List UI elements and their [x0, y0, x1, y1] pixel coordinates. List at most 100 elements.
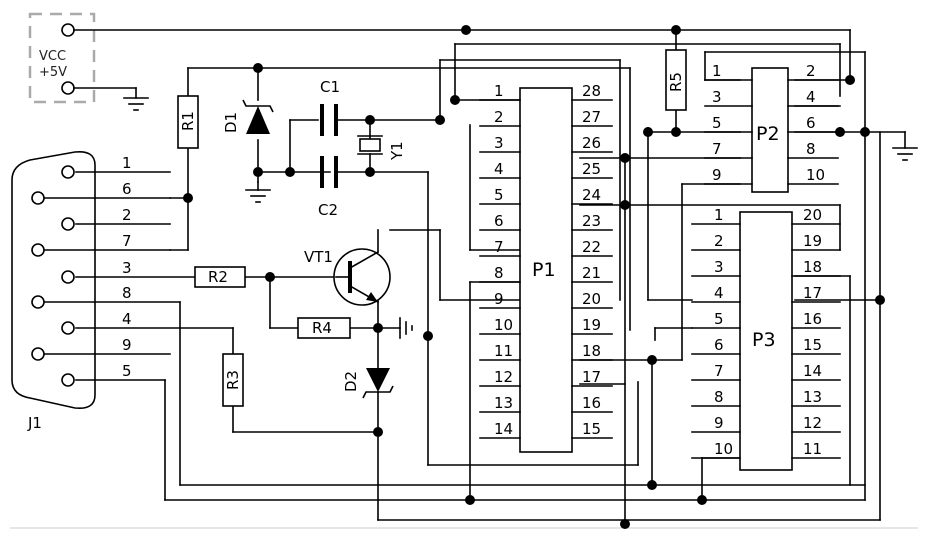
p3-left-pin-number: 7 — [714, 362, 724, 380]
p1-right-pin-number: 18 — [582, 342, 601, 360]
j1-pin-label: 8 — [122, 284, 132, 302]
p1-left-pin-number: 8 — [494, 264, 504, 282]
j1-pin-4 — [61, 321, 75, 335]
p2-right-pin-number: 10 — [806, 166, 825, 184]
p1-left-pin-number: 6 — [494, 212, 504, 230]
d1-label: D1 — [222, 112, 240, 133]
p1-right-pin-number: 15 — [582, 420, 601, 438]
p2-left-pin-number: 1 — [712, 62, 722, 80]
r4-label: R4 — [312, 319, 332, 337]
j1-label: J1 — [27, 414, 42, 432]
resistor-r4 — [297, 317, 351, 339]
r2-label: R2 — [208, 268, 228, 286]
p3-left-pin-number: 6 — [714, 336, 724, 354]
j1-pin-9 — [31, 347, 45, 361]
resistor-r2 — [194, 266, 246, 288]
wires — [43, 29, 906, 525]
p2-left-pin-number: 7 — [712, 140, 722, 158]
y1-label: Y1 — [388, 141, 406, 161]
transistor-vt1 — [333, 229, 391, 306]
vcc-label: VCC — [39, 49, 66, 64]
p1-right-pin-number: 21 — [582, 264, 601, 282]
p1-right-pin-number: 20 — [582, 290, 601, 308]
p1-left-pin-number: 14 — [494, 420, 513, 438]
j1-pin-label: 7 — [122, 232, 132, 250]
diode-d2 — [362, 368, 394, 399]
p3-right-pin-number: 19 — [803, 232, 822, 250]
resistor-r1 — [177, 95, 199, 149]
p3-left-pin-number: 4 — [714, 284, 724, 302]
r3-label: R3 — [224, 370, 242, 390]
header-p2 — [751, 67, 789, 193]
j1-pin-label: 3 — [122, 259, 132, 277]
gnd-terminal — [61, 81, 75, 95]
j1-pin-label: 1 — [122, 154, 132, 172]
p1-left-pin-number: 3 — [494, 134, 504, 152]
p3-right-pin-number: 12 — [803, 414, 822, 432]
p2-left-pin-number: 5 — [712, 114, 722, 132]
p1-left-pin-number: 7 — [494, 238, 504, 256]
resistor-r3 — [222, 353, 244, 407]
p3-left-pin-number: 8 — [714, 388, 724, 406]
p1-right-pin-number: 16 — [582, 394, 601, 412]
c1-label: C1 — [320, 78, 340, 96]
p2-right-pin-number: 6 — [806, 114, 816, 132]
p1-right-pin-number: 25 — [582, 160, 601, 178]
p1-right-pin-number: 24 — [582, 186, 601, 204]
p3-left-pin-number: 1 — [714, 206, 724, 224]
j1-pin-6 — [31, 191, 45, 205]
p3-left-pin-number: 9 — [714, 414, 724, 432]
junction-dots — [183, 25, 885, 529]
p3-right-pin-number: 14 — [803, 362, 822, 380]
p1-right-pin-number: 26 — [582, 134, 601, 152]
p1-left-pin-number: 5 — [494, 186, 504, 204]
r1-label: R1 — [179, 111, 197, 131]
p1-left-pin-number: 10 — [494, 316, 513, 334]
j1-pin-label: 5 — [122, 362, 132, 380]
capacitor-c2 — [320, 156, 338, 188]
j1-pin-2 — [61, 217, 75, 231]
p3-left-pin-number: 2 — [714, 232, 724, 250]
p2-right-pin-number: 4 — [806, 88, 816, 106]
p1-right-pin-number: 23 — [582, 212, 601, 230]
j1-pin-label: 2 — [122, 206, 132, 224]
p1-left-pin-number: 4 — [494, 160, 504, 178]
p3-right-pin-number: 16 — [803, 310, 822, 328]
p1-left-pin-number: 9 — [494, 290, 504, 308]
p3-left-pin-number: 10 — [714, 440, 733, 458]
j1-pin-label: 4 — [122, 310, 132, 328]
p3-right-pin-number: 17 — [803, 284, 822, 302]
d2-label: D2 — [342, 371, 360, 392]
p1-left-pin-number: 11 — [494, 342, 513, 360]
vt1-label: VT1 — [304, 248, 333, 266]
r5-label: R5 — [667, 72, 685, 92]
j1-pin-1 — [61, 165, 75, 179]
p3-right-pin-number: 13 — [803, 388, 822, 406]
j1-pin-label: 6 — [122, 180, 132, 198]
c2-label: C2 — [318, 201, 338, 219]
p3-left-pin-number: 5 — [714, 310, 724, 328]
p1-label: P1 — [532, 259, 556, 281]
ic-p3 — [739, 211, 793, 471]
p1-left-pin-number: 13 — [494, 394, 513, 412]
j1-pin-5 — [61, 373, 75, 387]
resistor-r5 — [665, 49, 687, 111]
p3-right-pin-number: 18 — [803, 258, 822, 276]
connector-j1 — [11, 150, 96, 410]
j1-pin-7 — [31, 243, 45, 257]
j1-pin-8 — [31, 295, 45, 309]
p1-left-pin-number: 12 — [494, 368, 513, 386]
vcc-box — [28, 12, 96, 104]
crystal-y1 — [357, 135, 383, 155]
ic-p1 — [519, 87, 573, 453]
p2-right-pin-number: 8 — [806, 140, 816, 158]
j1-pin-3 — [61, 270, 75, 284]
p2-left-pin-number: 9 — [712, 166, 722, 184]
p2-label: P2 — [756, 123, 780, 145]
j1-pin-label: 9 — [122, 336, 132, 354]
p3-right-pin-number: 20 — [803, 206, 822, 224]
p3-right-pin-number: 15 — [803, 336, 822, 354]
p2-left-pin-number: 3 — [712, 88, 722, 106]
p1-left-pin-number: 2 — [494, 108, 504, 126]
vcc-terminal — [61, 23, 75, 37]
